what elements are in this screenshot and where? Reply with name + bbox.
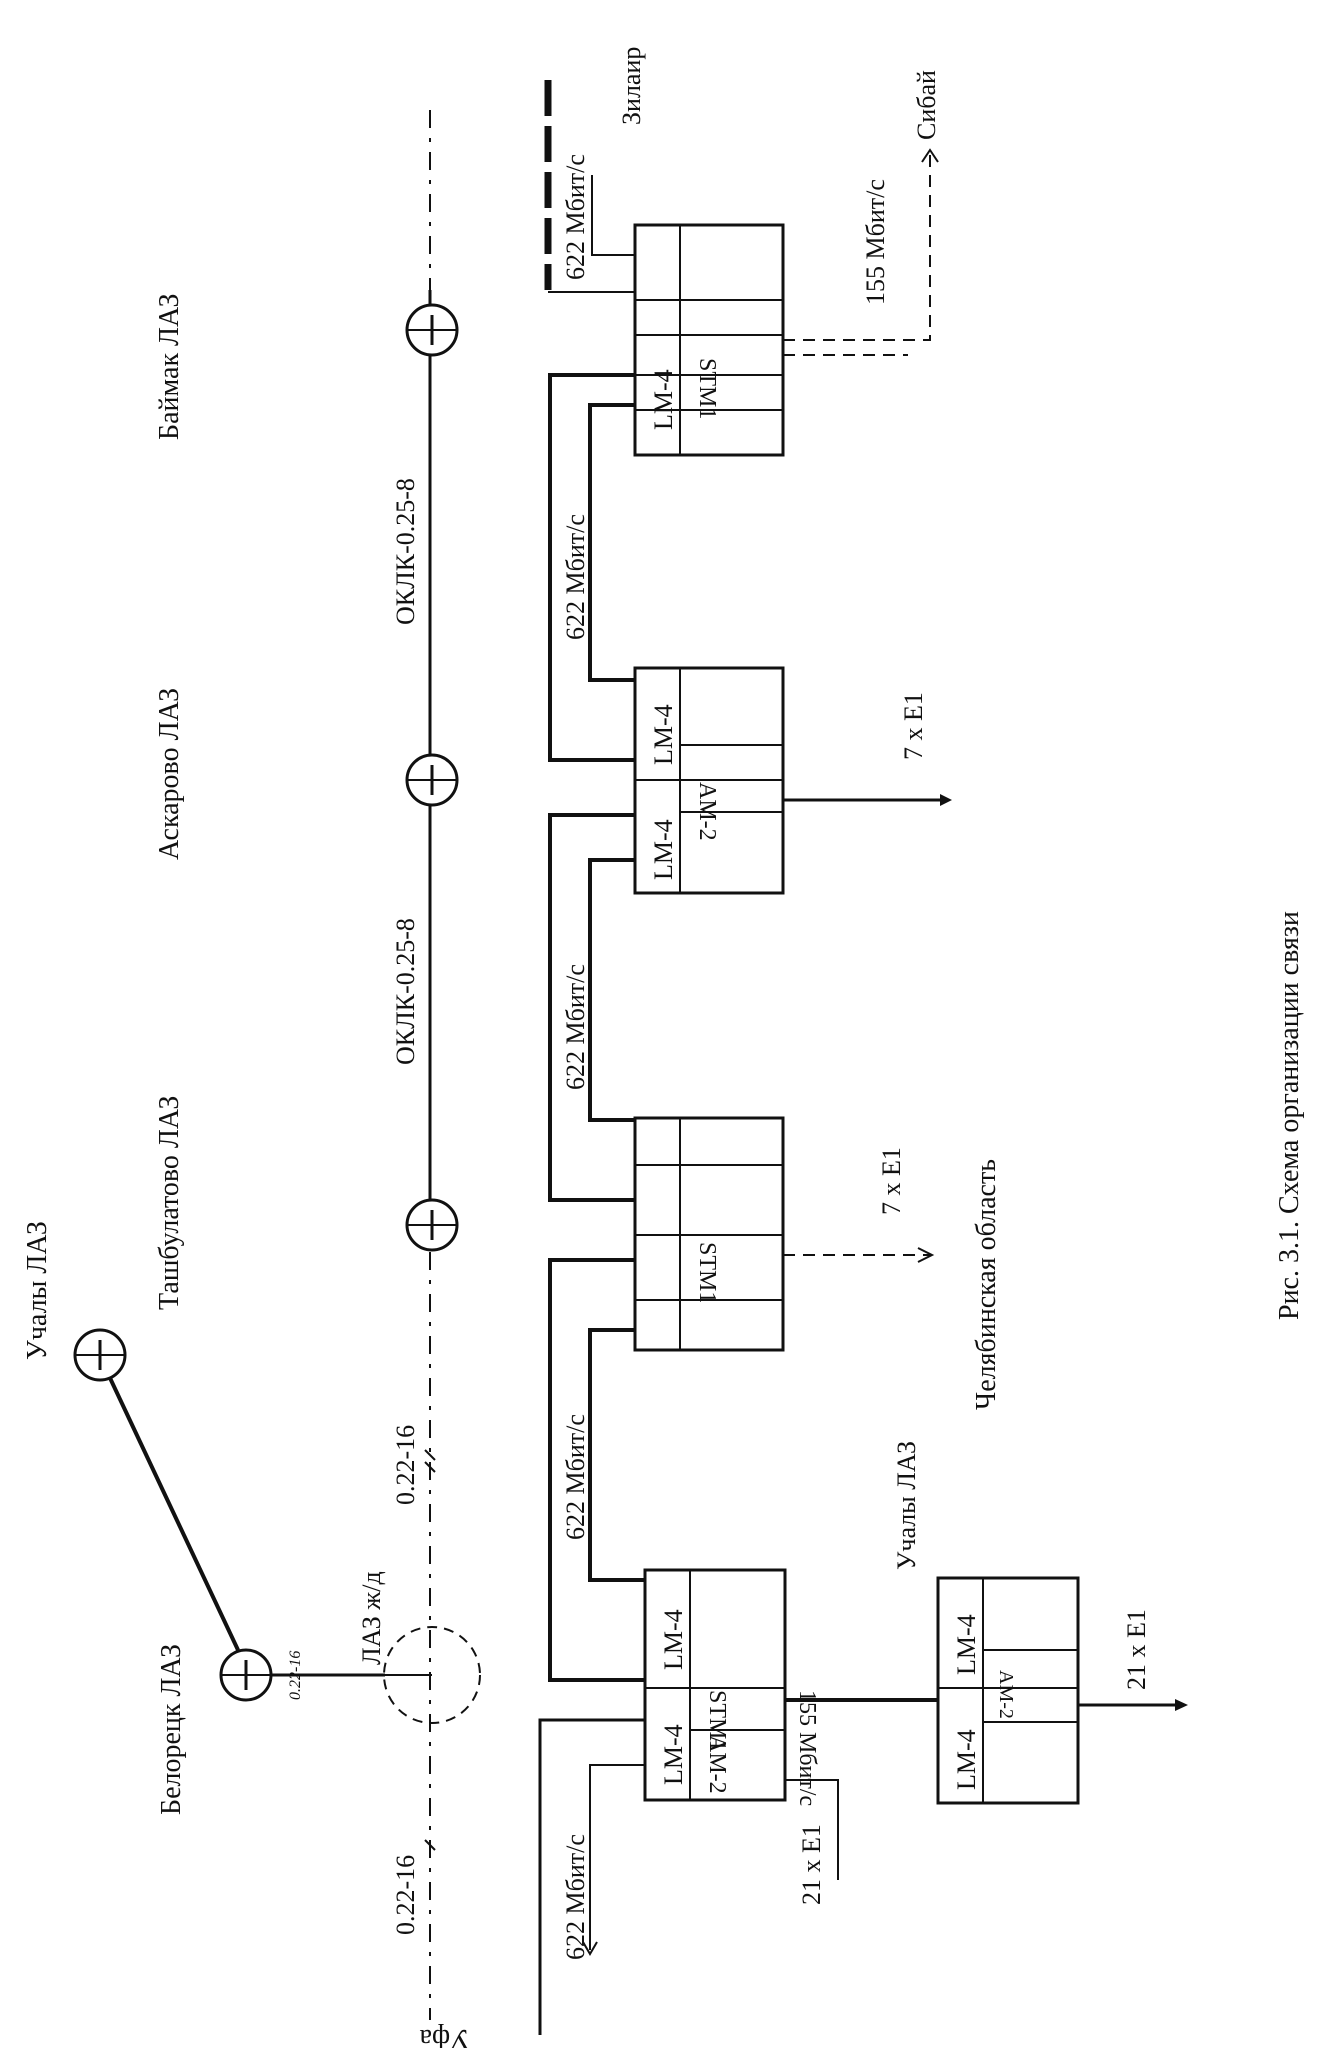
node-baimak [405,303,459,357]
askarovo-e1-arrow [940,794,952,806]
ring-baimak-askarovo-outer [548,373,635,762]
route-tick-lower [424,1839,436,1851]
mux-box-uchaly: LM-4 LM-4 AM-2 [936,1576,1080,1805]
station-label-sibai: Сибай [912,70,941,140]
station-label-ufa: Уфа [419,2023,470,2048]
module-lm4-label: LM-4 [649,369,678,430]
side-links [538,80,1188,2035]
module-lm4-label: LM-4 [952,1729,981,1790]
ufa-arrow [582,1941,598,1956]
cable-label-oklk-left: ОКЛК-0.25-8 [391,918,420,1065]
cable-labels: 0.22-16 0.22-16 ОКЛК-0.25-8 ОКЛК-0.25-8 [391,478,420,1935]
ring-askarovo-tash-inner [588,858,635,1122]
figure-caption: Рис. 3.1. Схема организации связи [1274,911,1305,1320]
station-label-baimak: Баймак ЛАЗ [154,293,185,440]
sibai-link [783,150,931,341]
module-stm1-label: STM1 [694,1242,720,1303]
node-beloretsk [219,1648,273,1702]
station-label-beloretsk: Белорецк ЛАЗ [156,1644,187,1815]
zilair-622-bracket [591,175,635,256]
link-uchaly-beloretsk [108,1377,240,1651]
mux-box-tashbulatovo: STM1 [633,1116,785,1352]
module-am2-label: AM-2 [694,782,720,841]
rate-label-zilair: 622 Мбит/с [561,154,590,280]
route-tick-upper [424,1449,436,1473]
station-label-zilair: Зилаир [617,47,646,125]
mux-box-beloretsk: LM-4 LM-4 STM1 AM-2 [643,1568,787,1802]
mux-box-baimak: LM-4 STM1 [633,223,785,457]
station-label-uchaly-right: Учалы ЛАЗ [892,1441,921,1570]
e1-label-uchaly: 21 х E1 [1122,1609,1151,1690]
station-label-uchaly: Учалы ЛАЗ [22,1221,53,1360]
route-nodes: 0.22-16 [73,303,481,1851]
module-am2-label: AM-2 [995,1670,1017,1719]
ufa-link [538,1718,645,2035]
station-label-tashbulatovo: Ташбулатово ЛАЗ [154,1096,185,1310]
beloretsk-cable-mark: 0.22-16 [287,1651,304,1700]
region-label-chelyabinsk: Челябинская область [971,1159,1002,1410]
module-lm4-label: LM-4 [659,1724,688,1785]
rate-label-ring-1: 622 Мбит/с [561,514,590,640]
cable-label-022-lower: 0.22-16 [391,1855,420,1935]
ring-baimak-askarovo-inner [588,403,635,682]
link-rate-labels: 622 Мбит/с 622 Мбит/с 622 Мбит/с 622 Мби… [561,154,1151,1960]
module-lm4-label: LM-4 [649,704,678,765]
rate-label-sibai: 155 Мбит/с [861,179,890,305]
ring-tash-beloretsk-inner [588,1328,645,1582]
node-askarovo [405,753,459,807]
module-lm4-label: LM-4 [952,1614,981,1675]
ufa-link-inner [589,1764,645,1950]
station-label-askarovo: Аскарово ЛАЗ [154,688,185,860]
ring-tash-beloretsk-outer [548,1258,645,1682]
e1-label-beloretsk: 21 х E1 [797,1824,826,1905]
ring-askarovo-tash-outer [548,813,635,1202]
node-tashbulatovo [405,1198,459,1252]
beloretsk-e1-bracket [785,1779,839,1880]
rate-label-ring-3: 622 Мбит/с [561,1414,590,1540]
e1-label-chelyabinsk: 7 х E1 [877,1147,906,1215]
mux-box-askarovo: LM-4 LM-4 AM-2 [633,666,785,895]
rate-label-155-lower: 155 Мбит/с [794,1690,820,1806]
station-labels: Учалы ЛАЗ Ташбулатово ЛАЗ Аскарово ЛАЗ Б… [22,47,1002,2048]
rate-label-ufa: 622 Мбит/с [561,1834,590,1960]
uchaly-e1-arrow [1175,1699,1188,1711]
cable-label-oklk-right: ОКЛК-0.25-8 [391,478,420,625]
module-stm1-label: STM1 [704,1690,730,1751]
sdh-rings [548,373,645,1682]
station-label-laz-zhd: ЛАЗ ж/д [357,1571,386,1665]
rate-label-ring-2: 622 Мбит/с [561,964,590,1090]
module-am2-label: AM-2 [704,1735,730,1794]
e1-label-askarovo: 7 х E1 [899,692,928,760]
cable-label-022-upper: 0.22-16 [391,1425,420,1505]
sibai-arrow [921,148,939,163]
module-stm1-label: STM1 [694,358,720,419]
module-lm4-label: LM-4 [649,819,678,880]
node-uchaly [73,1328,127,1382]
chelyabinsk-e1-arrow [917,1247,935,1263]
module-lm4-label: LM-4 [659,1609,688,1670]
